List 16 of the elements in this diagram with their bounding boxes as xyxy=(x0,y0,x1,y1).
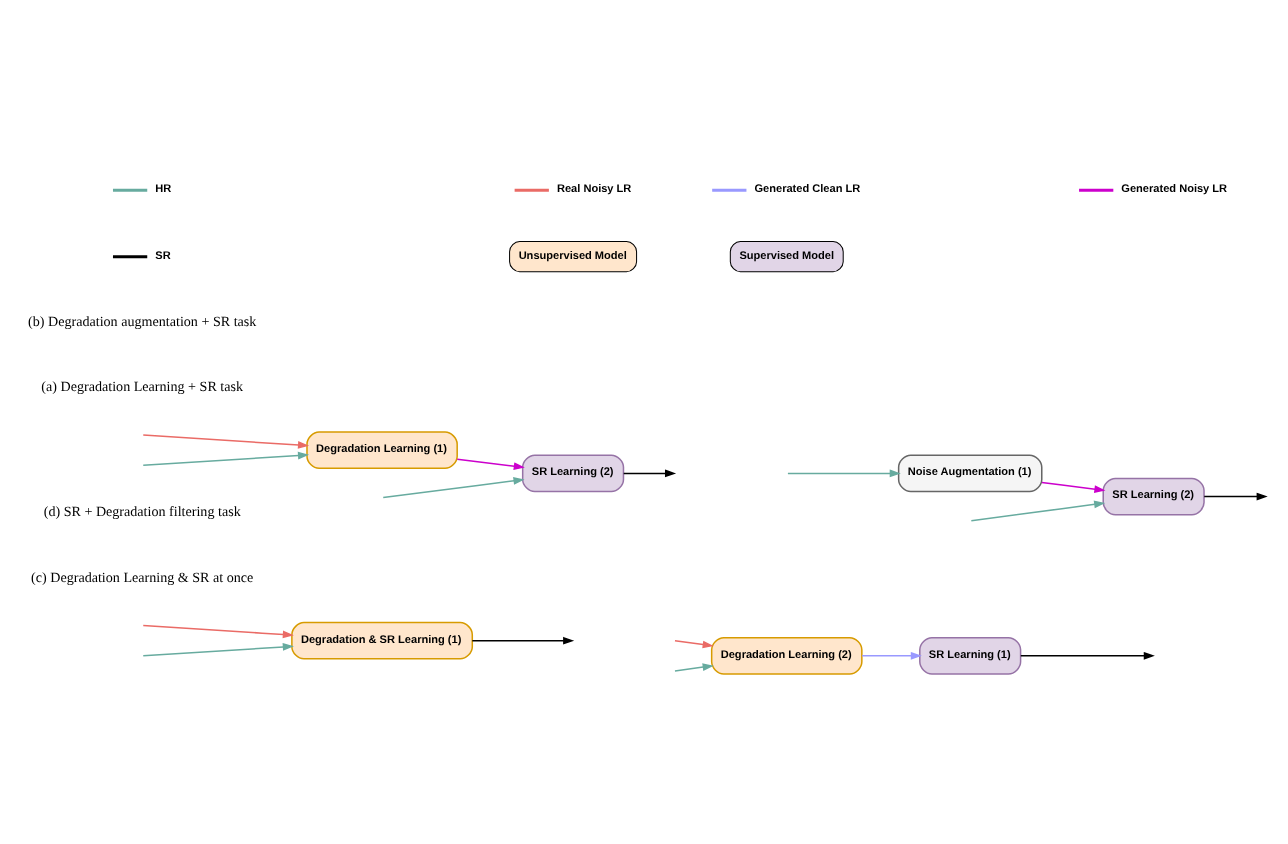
arrow xyxy=(382,476,525,498)
arrow xyxy=(142,623,294,638)
arrow xyxy=(674,638,714,648)
arrow xyxy=(970,499,1106,521)
arrow xyxy=(142,450,310,466)
arrow xyxy=(1203,491,1268,500)
arrow xyxy=(622,468,677,477)
arrow xyxy=(674,662,714,671)
arrow xyxy=(787,468,901,477)
arrow xyxy=(1041,480,1106,492)
arrow xyxy=(142,642,294,656)
arrow xyxy=(861,650,922,659)
arrow xyxy=(142,433,310,448)
arrow xyxy=(471,635,575,644)
arrow xyxy=(456,457,525,470)
arrow xyxy=(1020,650,1155,659)
